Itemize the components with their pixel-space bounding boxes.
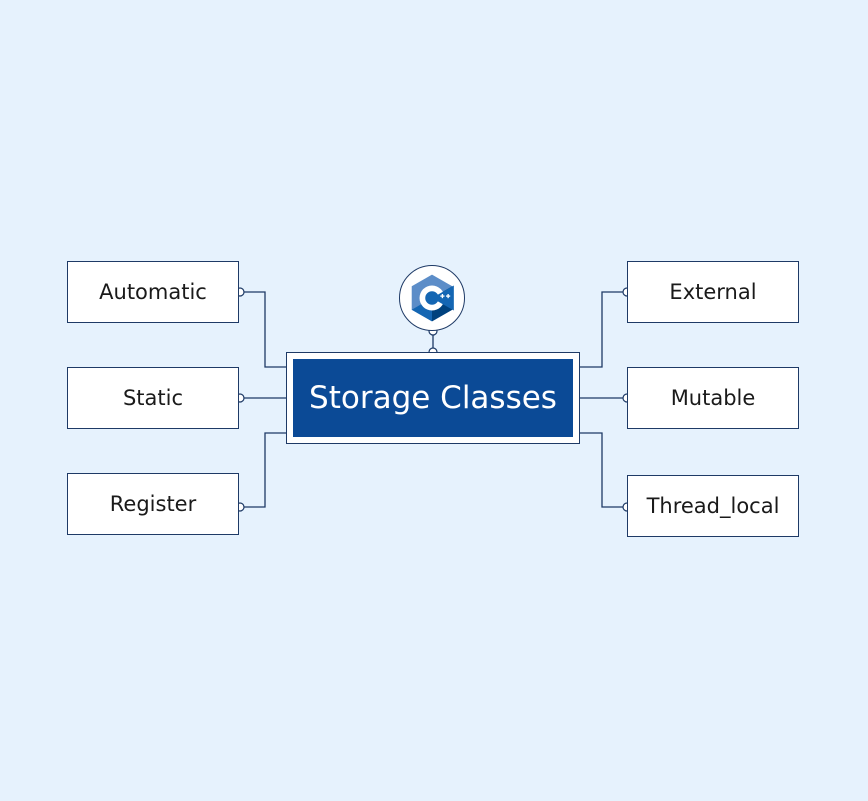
center-node: Storage Classes — [286, 352, 580, 444]
node-mutable: Mutable — [627, 367, 799, 429]
node-thread-local: Thread_local — [627, 475, 799, 537]
node-register: Register — [67, 473, 239, 535]
connector-automatic — [240, 291, 292, 368]
connector-external — [574, 291, 627, 368]
node-automatic: Automatic — [67, 261, 239, 323]
center-node-title: Storage Classes — [293, 359, 573, 437]
node-static: Static — [67, 367, 239, 429]
connector-register — [240, 432, 292, 508]
cpp-logo-icon — [411, 274, 454, 322]
node-external: External — [627, 261, 799, 323]
connector-thread-local — [574, 432, 627, 508]
logo-badge — [399, 265, 465, 331]
